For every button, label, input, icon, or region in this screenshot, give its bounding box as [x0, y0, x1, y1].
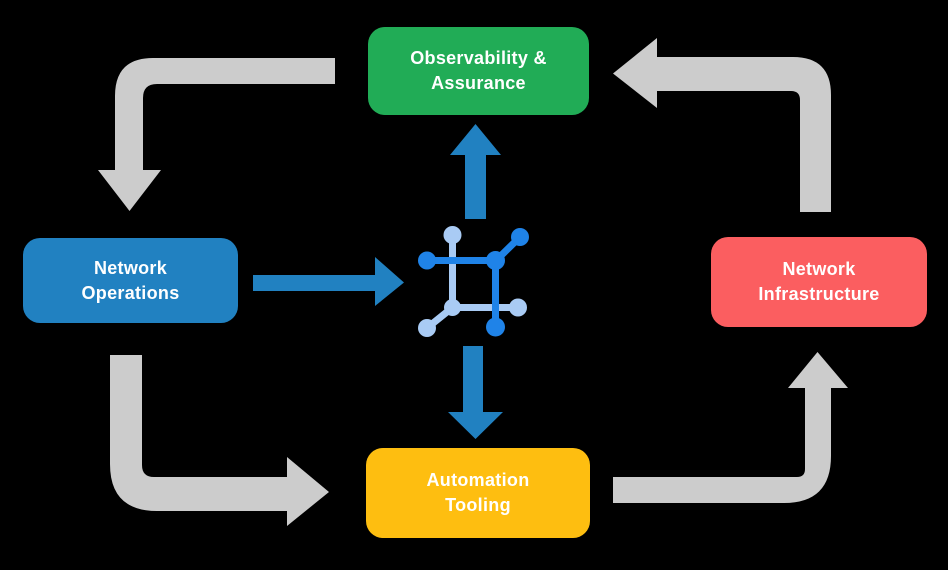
arrow-operations-to-automation — [110, 355, 329, 526]
operations-label-line2: Operations — [81, 282, 180, 303]
arrow-operations-to-center — [253, 257, 404, 306]
node-network-infrastructure: Network Infrastructure — [711, 237, 927, 327]
observability-label-line2: Assurance — [431, 73, 526, 93]
network-mesh-icon — [418, 226, 529, 337]
arrow-center-to-observability — [450, 124, 501, 219]
infrastructure-label-line1: Network — [782, 259, 856, 279]
arrow-automation-to-infrastructure — [613, 352, 848, 503]
node-network-operations: Network Operations — [23, 238, 238, 323]
arrow-observability-to-operations — [98, 58, 335, 211]
mesh-primary-lines — [418, 228, 529, 337]
infrastructure-label-line2: Infrastructure — [758, 284, 880, 304]
node-observability-assurance: Observability & Assurance — [368, 27, 589, 115]
automation-label-line1: Automation — [426, 470, 530, 490]
observability-label-line1: Observability & — [410, 48, 547, 68]
arrow-center-to-automation — [448, 346, 503, 439]
node-automation-tooling: Automation Tooling — [366, 448, 590, 538]
operations-label-line1: Network — [93, 257, 168, 278]
automation-label-line2: Tooling — [445, 495, 511, 515]
arrow-infrastructure-to-observability — [613, 38, 831, 212]
